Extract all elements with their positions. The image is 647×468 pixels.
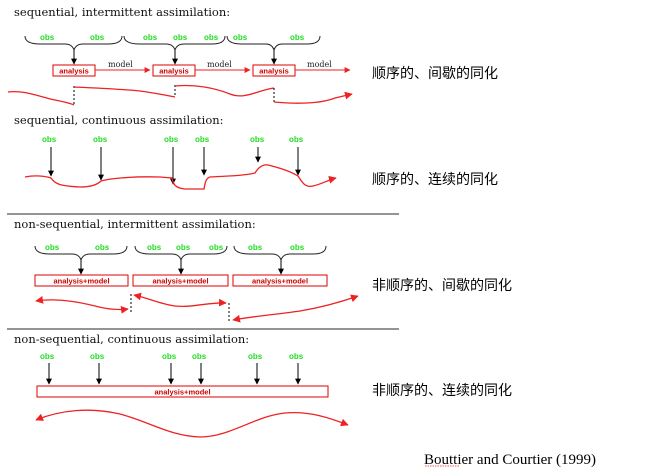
- obs-label: obs: [42, 135, 57, 144]
- obs-label: obs: [204, 33, 219, 42]
- analysis-label: analysis: [259, 67, 289, 76]
- model-label: model: [307, 60, 332, 69]
- obs-label: obs: [40, 33, 55, 42]
- obs-label: obs: [143, 33, 158, 42]
- obs-label: obs: [250, 135, 265, 144]
- panel-4-title: non-sequential, continuous assimilation:: [14, 332, 249, 346]
- chinese-label: 顺序的、间歇的同化: [372, 66, 498, 82]
- obs-label: obs: [176, 243, 191, 252]
- panel-sequential-continuous: sequential, continuous assimilation: obs…: [14, 113, 498, 190]
- obs-label: obs: [248, 352, 263, 361]
- panel-1-title: sequential, intermittent assimilation:: [14, 5, 230, 19]
- analysis-model-label: analysis+model: [252, 277, 308, 286]
- analysis-box: analysis: [52, 64, 96, 77]
- obs-label: obs: [290, 243, 305, 252]
- obs-label: obs: [173, 33, 188, 42]
- trajectory-segment: [7, 90, 75, 106]
- obs-label: obs: [147, 243, 162, 252]
- chinese-label: 顺序的、连续的同化: [372, 171, 498, 188]
- obs-label: obs: [289, 135, 304, 144]
- panel-3-title: non-sequential, intermittent assimilatio…: [14, 217, 256, 231]
- analysis-model-box: analysis+model: [132, 274, 229, 287]
- obs-label: obs: [95, 243, 110, 252]
- obs-label: obs: [248, 243, 263, 252]
- obs-label: obs: [93, 135, 108, 144]
- obs-label: obs: [164, 135, 179, 144]
- model-label: model: [108, 60, 133, 69]
- obs-label: obs: [45, 243, 60, 252]
- analysis-box: analysis: [152, 64, 196, 77]
- analysis-model-label: analysis+model: [152, 277, 208, 286]
- trajectory-continuous: [24, 164, 337, 190]
- panel-2-title: sequential, continuous assimilation:: [14, 113, 224, 127]
- obs-label: obs: [290, 33, 305, 42]
- obs-label: obs: [233, 33, 248, 42]
- trajectory-segment: [174, 84, 275, 97]
- chinese-label: 非顺序的、连续的同化: [372, 382, 512, 399]
- obs-label: obs: [209, 243, 224, 252]
- trajectory-segment: [133, 292, 227, 308]
- analysis-label: analysis: [59, 67, 89, 76]
- obs-label: obs: [40, 352, 55, 361]
- panel-non-sequential-intermittent: non-sequential, intermittent assimilatio…: [14, 217, 512, 323]
- analysis-model-label: analysis+model: [154, 388, 210, 397]
- panel-non-sequential-continuous: non-sequential, continuous assimilation:…: [14, 332, 512, 438]
- obs-label: obs: [289, 352, 304, 361]
- analysis-model-label: analysis+model: [53, 277, 109, 286]
- trajectory-segment: [73, 86, 176, 98]
- analysis-model-box: analysis+model: [36, 385, 329, 398]
- analysis-model-box: analysis+model: [34, 274, 129, 287]
- trajectory-segment: [232, 294, 359, 323]
- trajectory-segment: [273, 91, 353, 104]
- citation: Bouttier and Courtier (1999): [424, 452, 596, 468]
- analysis-model-box: analysis+model: [232, 274, 328, 287]
- trajectory-segment: [35, 296, 129, 314]
- obs-label: obs: [162, 352, 177, 361]
- obs-label: obs: [192, 352, 207, 361]
- model-label: model: [207, 60, 232, 69]
- trajectory-continuous: [35, 409, 349, 438]
- obs-label: obs: [90, 33, 105, 42]
- obs-label: obs: [195, 135, 210, 144]
- analysis-label: analysis: [159, 67, 189, 76]
- obs-label: obs: [90, 352, 105, 361]
- chinese-label: 非顺序的、间歇的同化: [372, 278, 512, 294]
- panel-sequential-intermittent: sequential, intermittent assimilation: o…: [7, 5, 498, 106]
- analysis-box: analysis: [252, 64, 296, 77]
